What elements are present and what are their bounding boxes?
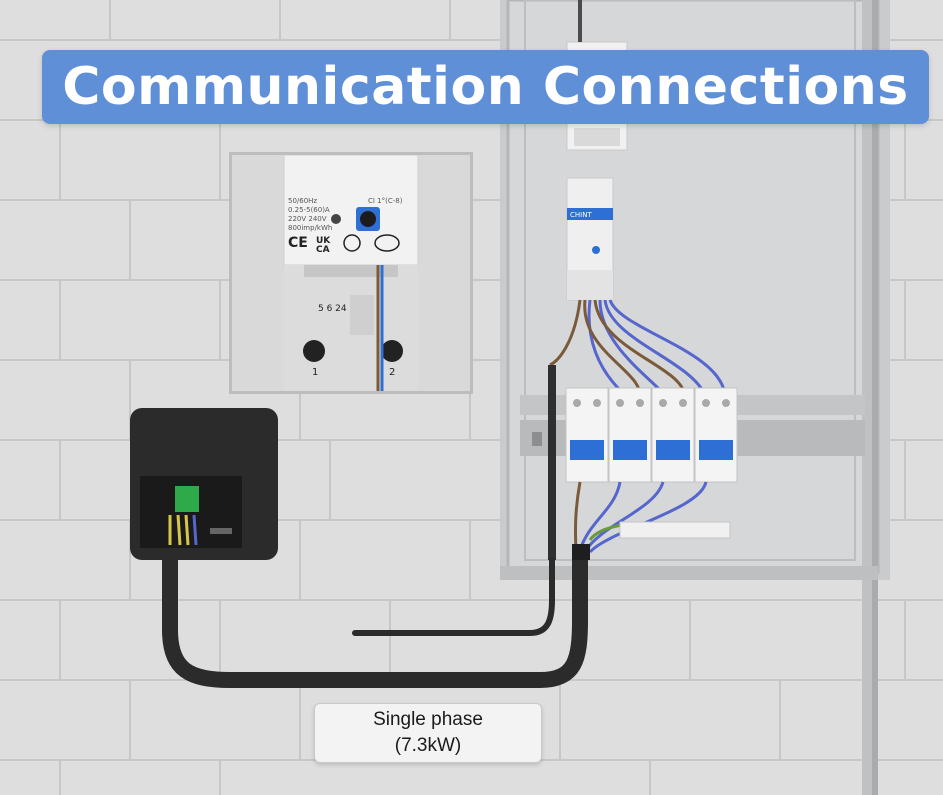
meter-wires: [549, 299, 727, 396]
svg-text:CA: CA: [316, 245, 330, 255]
ukca-mark-icon: UK: [316, 236, 331, 246]
breaker-3: [651, 387, 695, 483]
breaker-2: [608, 387, 652, 483]
terminal-block: [175, 486, 199, 512]
page-title: Communication Connections: [42, 50, 929, 124]
meter-brand: CHINT: [570, 211, 592, 219]
power-caption: Single phase (7.3kW): [314, 703, 542, 763]
meter-current-text: 0.25-5(60)A: [288, 206, 330, 214]
meter-freq-text: 50/60Hz: [288, 197, 317, 205]
breaker-1: [565, 387, 609, 483]
meter-closeup-inset: 50/60Hz 0.25-5(60)A 220V 240V 800imp/kWh…: [229, 152, 473, 394]
cable-gland: [572, 544, 590, 560]
meter-terminals-text: 5 6 24 25: [318, 304, 361, 314]
charger-box: [130, 408, 278, 560]
energy-meter: CHINT: [566, 177, 614, 301]
saa-mark-icon: [374, 234, 400, 252]
breaker-4: [694, 387, 738, 483]
terminal-right-label: 2: [389, 367, 395, 378]
caption-line-1: Single phase: [373, 709, 483, 730]
conduit-vertical: [548, 365, 556, 560]
terminal-left-label: 1: [312, 367, 318, 378]
breaker-row: [565, 387, 738, 483]
meter-rate-text: 800imp/kWh: [288, 224, 332, 232]
meter-led-icon: [331, 214, 341, 224]
caption-line-2: (7.3kW): [394, 735, 462, 756]
rcm-mark-icon: [343, 234, 361, 252]
meter-voltage-text: 220V 240V: [288, 215, 327, 223]
meter-closeup: 50/60Hz 0.25-5(60)A 220V 240V 800imp/kWh…: [232, 154, 470, 391]
ce-mark-icon: CE: [288, 235, 308, 251]
neutral-bar: [619, 521, 731, 539]
conduit-cable: [162, 547, 588, 688]
meter-model-text: CI 1°(C-8): [368, 197, 403, 205]
